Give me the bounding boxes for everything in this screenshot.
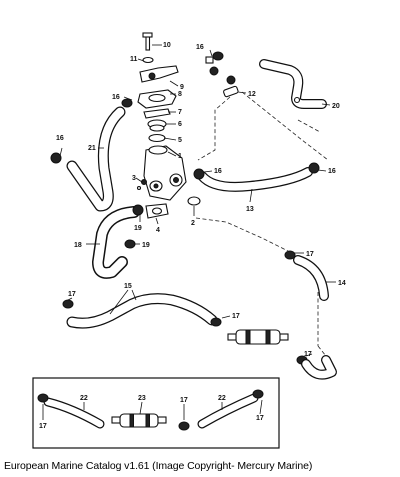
callout-22-a: 22 [80,395,88,402]
callout-16-e: 16 [328,168,336,175]
housing-1 [143,145,187,201]
callout-9: 9 [180,84,184,91]
callout-20: 20 [332,103,340,110]
hose-clamp-16-left-lower [50,152,62,164]
hose-22-left [43,397,105,429]
elbow-fitting-9 [139,65,179,83]
hose-18 [92,206,140,279]
callout-15: 15 [124,283,132,290]
hose-clamp-16-left-upper [121,98,133,108]
hose-14 [293,255,329,301]
gasket-7 [143,108,171,119]
callout-4: 4 [156,227,160,234]
housing-cover-8 [137,89,177,109]
hose-clamp-17-mid [210,317,222,327]
callout-17-f: 17 [39,423,47,430]
callout-5: 5 [178,137,182,144]
hose-clamp-16-left [193,168,205,180]
routing-dashed-lines [195,91,329,357]
heat-exchanger [227,329,289,345]
hose-clamp-17-box-right [252,389,264,399]
callout-17-e: 17 [180,397,188,404]
gasket-4 [145,203,169,219]
callout-16-d: 16 [214,168,222,175]
hose-clamp-16-right [308,162,320,174]
thermostat-6 [147,119,167,132]
image-caption: European Marine Catalog v1.61 (Image Cop… [4,460,313,472]
callout-7: 7 [178,109,182,116]
hose-clamp-17-left [62,299,74,309]
hose-22-right [197,393,259,429]
callout-1: 1 [178,153,182,160]
hose-13 [197,167,313,192]
seal-5 [148,133,166,143]
callout-21: 21 [88,145,96,152]
callout-22-b: 22 [218,395,226,402]
callout-13: 13 [246,206,254,213]
callout-16-b: 16 [196,44,204,51]
callout-6: 6 [178,121,182,128]
callout-17-g: 17 [256,415,264,422]
callout-16-a: 16 [112,94,120,101]
hose-clamp-17-box-mid [178,421,190,431]
hose-21 [66,106,126,212]
callout-3: 3 [132,175,136,182]
hose-clamp-17-box-left [37,393,49,403]
callout-17-d: 17 [304,351,312,358]
callout-12: 12 [248,91,256,98]
fitting-2 [187,196,201,206]
callout-17-b: 17 [68,291,76,298]
hose-15 [66,293,218,329]
exploded-parts-diagram: 10 11 9 8 16 7 6 5 1 3 2 4 19 19 18 16 1… [32,32,346,449]
callout-8: 8 [178,91,182,98]
hose-clamp-19-upper [132,204,144,216]
bolt-10 [142,32,153,51]
washer-11 [142,56,154,64]
callout-23: 23 [138,395,146,402]
hose-clamp-17-right [284,250,296,260]
exchanger-23 [111,413,167,428]
callout-17-a: 17 [306,251,314,258]
hose-clamp-16-top-right [212,51,224,61]
callout-19-b: 19 [142,242,150,249]
callout-14: 14 [338,280,346,287]
callout-labels: 10 11 9 8 16 7 6 5 1 3 2 4 19 19 18 16 1… [39,42,346,430]
callout-11: 11 [130,56,138,63]
hose-clamp-16-top [205,56,219,76]
callout-19-a: 19 [134,225,142,232]
hose-clamp-19-lower [124,239,136,249]
hose-14-lower [301,355,337,380]
plug-3 [136,179,147,191]
hose-20 [259,59,327,109]
callout-2: 2 [191,220,195,227]
callout-17-c: 17 [232,313,240,320]
leader-lines [42,44,336,420]
callout-10: 10 [163,42,171,49]
kit-box [32,377,280,449]
elbow-12 [223,75,239,98]
callout-16-c: 16 [56,135,64,142]
callout-18: 18 [74,242,82,249]
